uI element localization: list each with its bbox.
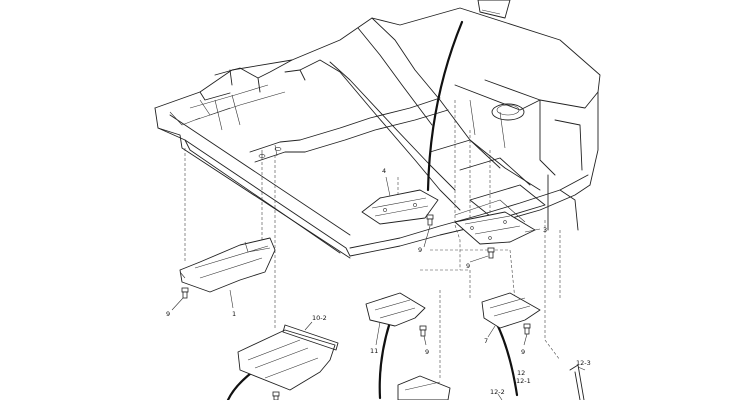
callout-7: 7 bbox=[484, 337, 488, 345]
callout-4: 4 bbox=[382, 167, 386, 175]
plate-3 bbox=[454, 211, 536, 245]
plate-7 bbox=[481, 292, 541, 329]
part-12 bbox=[569, 364, 585, 401]
callout-12-2: 12-2 bbox=[490, 388, 505, 396]
plate-11 bbox=[365, 292, 426, 327]
bolt-bottom bbox=[272, 391, 280, 401]
callout-3: 3 bbox=[543, 226, 547, 234]
callout-9d: 9 bbox=[425, 348, 429, 356]
callout-labels: 4 3 1 9 9 9 9 9 10-2 11 7 12 12-1 12-2 1… bbox=[166, 167, 591, 396]
bolt-9d bbox=[419, 325, 427, 337]
main-frame bbox=[154, 7, 601, 259]
callout-12: 12 bbox=[517, 369, 525, 377]
callout-9c: 9 bbox=[466, 262, 470, 270]
callout-9b: 9 bbox=[418, 246, 422, 254]
plate-top bbox=[477, 0, 511, 19]
bolts bbox=[181, 214, 531, 401]
callout-12-3: 12-3 bbox=[576, 359, 591, 367]
callout-9e: 9 bbox=[521, 348, 525, 356]
bolt-9b bbox=[426, 214, 434, 226]
callout-1: 1 bbox=[232, 310, 236, 318]
callout-11: 11 bbox=[370, 347, 378, 355]
plate-bottom bbox=[397, 375, 451, 401]
leader-lines bbox=[184, 100, 561, 380]
callout-leaders bbox=[171, 176, 586, 401]
plate-4 bbox=[361, 189, 439, 225]
callout-12-1: 12-1 bbox=[516, 377, 531, 385]
callout-9a: 9 bbox=[166, 310, 170, 318]
bolt-9c bbox=[487, 247, 495, 259]
plate-1 bbox=[179, 237, 276, 293]
bolt-9a bbox=[181, 287, 189, 299]
bolt-9e bbox=[523, 323, 531, 335]
callout-10-2: 10-2 bbox=[312, 314, 327, 322]
plate-10-2 bbox=[237, 324, 339, 391]
